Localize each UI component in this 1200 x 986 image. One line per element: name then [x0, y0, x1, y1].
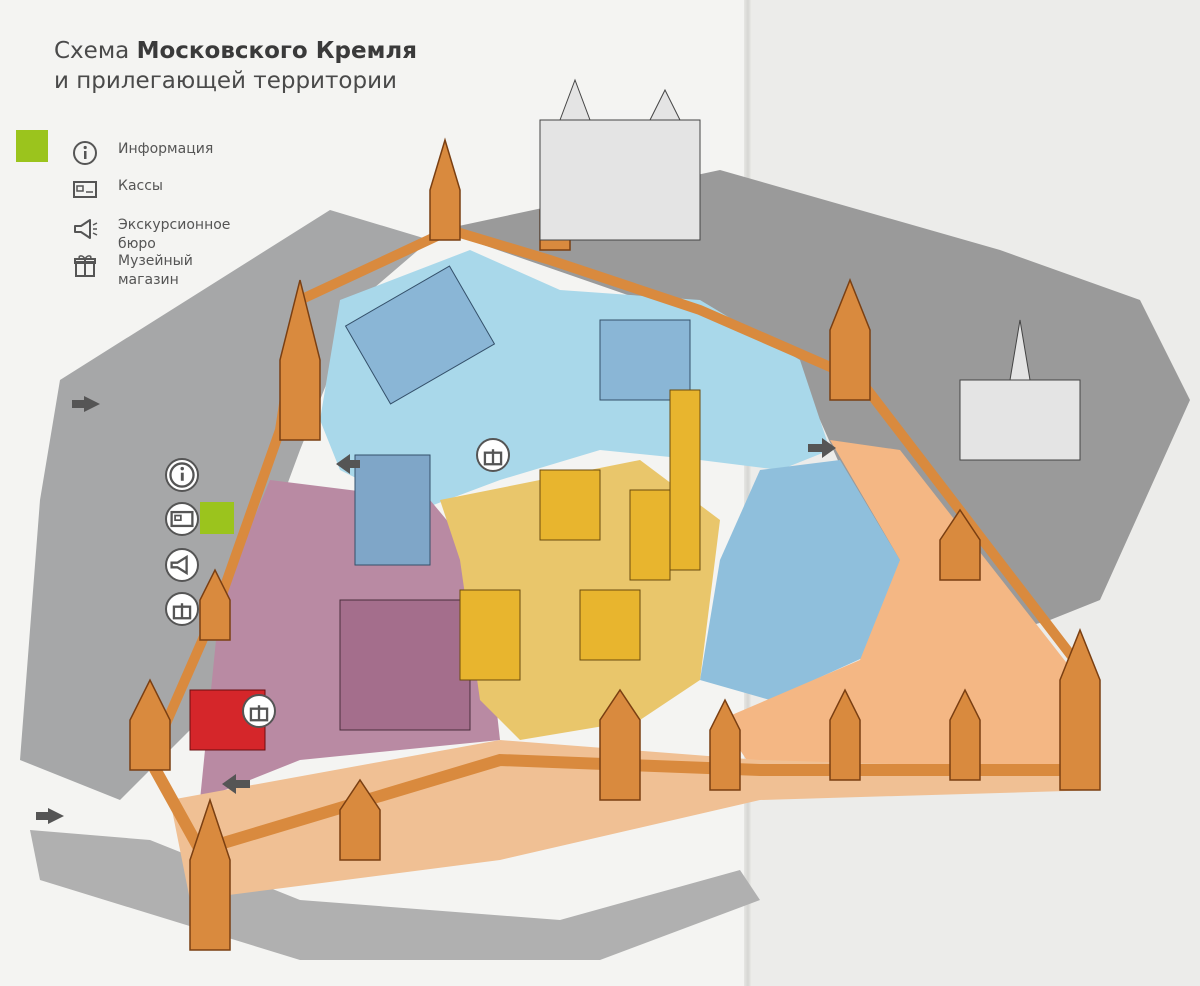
legend-info: Информация	[72, 140, 213, 166]
st-basils-cathedral	[959, 319, 1081, 461]
shop-marker-3[interactable]	[242, 694, 276, 728]
towers	[129, 137, 1101, 951]
tower-tainitskaya	[339, 778, 381, 861]
grand-palace	[339, 599, 471, 731]
tower-spasskaya	[829, 277, 871, 401]
annunciation-cathedral	[459, 589, 521, 681]
megaphone-icon	[72, 216, 98, 242]
arrow-east	[808, 438, 836, 458]
twelve-apostles	[629, 489, 671, 581]
info-icon	[72, 140, 98, 166]
tower-south-1	[599, 688, 641, 801]
tower-troitskaya	[429, 137, 461, 241]
info-point-kutafya	[200, 502, 234, 534]
ticket-office-icon	[72, 177, 98, 203]
legend-excursion: Экскурсионное бюро	[72, 216, 230, 254]
entrance-arrows	[36, 396, 836, 824]
tower-south-3	[829, 688, 861, 781]
arrow-left-1	[72, 396, 100, 412]
kremlin-palace	[354, 454, 431, 566]
map-title: Схема Московского Кремля и прилегающей т…	[54, 38, 418, 94]
tower-borovitskaya	[129, 678, 171, 771]
historical-museum	[539, 78, 701, 241]
east-zone	[720, 440, 1100, 780]
senate	[599, 319, 691, 401]
kremlin-wall-north	[297, 224, 863, 385]
tower-south-2	[709, 698, 741, 791]
tower-south-4	[949, 688, 981, 781]
megaphone-icon	[170, 554, 188, 576]
cathedrals	[459, 389, 701, 681]
gift-icon	[483, 449, 503, 466]
shop-marker-1[interactable]	[165, 592, 199, 626]
legend-tickets: Кассы	[72, 177, 163, 203]
tower-vodovzvodnaya	[189, 797, 231, 951]
ivan-bell-tower	[669, 389, 701, 571]
shop-marker-2[interactable]	[476, 438, 510, 472]
excursion-marker[interactable]	[165, 548, 199, 582]
dormition-cathedral	[539, 469, 601, 541]
ticket-office-icon	[170, 510, 194, 528]
gift-icon	[72, 252, 98, 278]
arrow-north	[336, 454, 360, 474]
entrance-swatch	[16, 130, 48, 162]
kremlin-wall-south	[144, 753, 1090, 858]
arrow-left-3	[222, 774, 250, 794]
tower-corner-se	[1059, 627, 1101, 791]
arsenal	[344, 265, 496, 405]
info-icon	[169, 462, 195, 488]
south-wall-zone	[170, 740, 1100, 900]
ticket-marker[interactable]	[165, 502, 199, 536]
tower-west-2	[199, 568, 231, 641]
tower-west-1	[279, 279, 321, 441]
gift-icon	[249, 705, 269, 722]
archangel-cathedral	[579, 589, 641, 661]
tower-se-mid	[939, 508, 981, 581]
gift-icon	[172, 603, 192, 620]
east-square	[700, 460, 900, 700]
paper-fold	[744, 0, 752, 986]
arrow-left-2	[36, 808, 64, 824]
legend-shop: Музейный магазин	[72, 252, 193, 290]
info-marker[interactable]	[165, 458, 199, 492]
